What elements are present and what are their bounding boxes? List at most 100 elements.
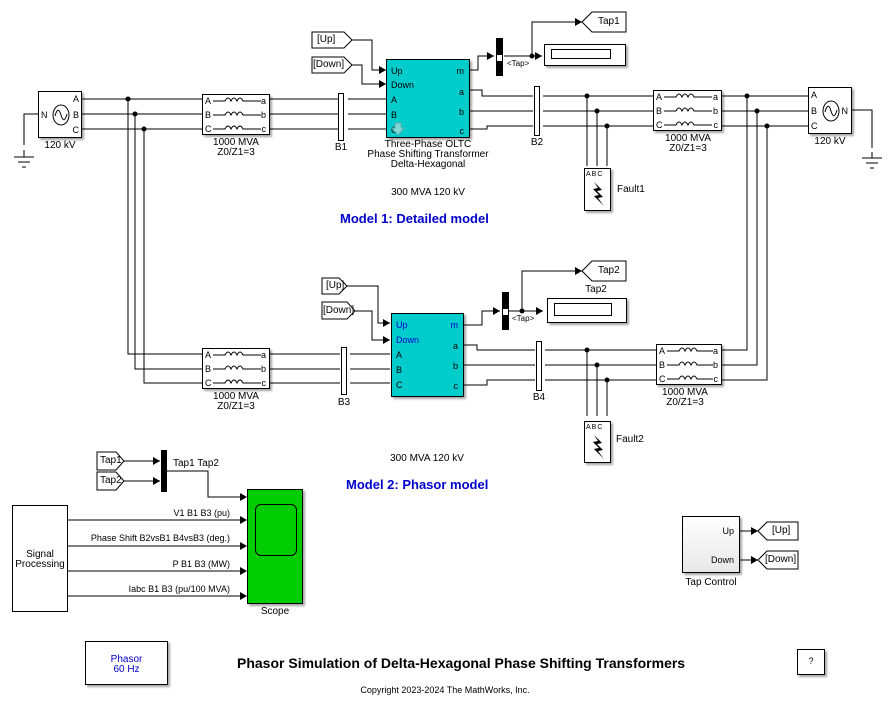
port-b: B xyxy=(811,106,818,116)
signal-processing-block[interactable]: Signal Processing xyxy=(12,505,68,612)
impedance-4-label: 1000 MVA xyxy=(662,387,708,398)
impedance-3-label: 1000 MVA xyxy=(213,391,259,402)
transformer2-rating: 300 MVA 120 kV xyxy=(390,453,464,464)
wire xyxy=(23,113,38,145)
port-b: B xyxy=(396,365,403,375)
port: C xyxy=(659,374,666,384)
port-b: B xyxy=(72,110,79,120)
scope-label: Scope xyxy=(260,606,290,617)
ac-source-icon xyxy=(52,104,70,126)
from-tag-down-2-text: [Down] xyxy=(323,305,355,316)
wire xyxy=(470,125,533,130)
powergui-block[interactable]: Phasor 60 Hz xyxy=(85,641,168,685)
port: B xyxy=(659,360,666,370)
port-c: C xyxy=(811,121,818,131)
signal-label-v1: V1 B1 B3 (pu) xyxy=(173,508,230,518)
impedance-block-1[interactable]: A B C a b c xyxy=(202,94,270,135)
scope-block[interactable] xyxy=(247,489,303,604)
tap-signal-label-1: <Tap> xyxy=(507,59,530,68)
wire xyxy=(464,344,535,351)
from-tag-up-2[interactable] xyxy=(321,277,348,295)
bus-b4[interactable] xyxy=(536,341,542,391)
goto-tag-down[interactable] xyxy=(757,550,799,570)
fault2-block[interactable]: ABC xyxy=(584,421,611,463)
goto-tag-tap1[interactable] xyxy=(581,11,627,33)
wire xyxy=(464,379,535,386)
port-down-out: Down xyxy=(710,555,734,565)
impedance-4-ratio: Z0/Z1=3 xyxy=(666,397,704,408)
tap-control-block[interactable]: Up Down xyxy=(682,516,740,573)
from-tag-tap2[interactable] xyxy=(96,471,125,491)
fault2-label: Fault2 xyxy=(616,434,644,445)
from-tag-down-1[interactable] xyxy=(311,56,353,74)
tap1-display[interactable] xyxy=(544,44,626,66)
port: C xyxy=(656,120,663,130)
port-a: A xyxy=(72,94,79,104)
fault-ports: ABC xyxy=(586,424,604,431)
inductor-icon xyxy=(213,97,261,131)
fault1-block[interactable]: ABC xyxy=(584,168,611,211)
port-c: C xyxy=(396,380,403,390)
port-a: A xyxy=(811,90,818,100)
impedance-block-4[interactable]: A B C a b c xyxy=(656,344,722,385)
wire xyxy=(470,55,494,71)
from-tag-tap1-text: Tap1 xyxy=(100,455,122,466)
port: c xyxy=(713,120,719,130)
from-tag-down-1-text: [Down] xyxy=(313,59,345,70)
port: B xyxy=(656,106,663,116)
signal-label-phase-shift: Phase Shift B2vsB1 B4vsB3 (deg.) xyxy=(90,533,230,543)
wire xyxy=(127,99,202,355)
port-a: A xyxy=(396,350,403,360)
wire xyxy=(167,470,243,498)
bus-b2-label: B2 xyxy=(530,137,544,148)
bus-selector-2[interactable] xyxy=(502,292,509,330)
port: a xyxy=(260,96,266,106)
bus-b3-label: B3 xyxy=(337,397,351,408)
powergui-mode: Phasor xyxy=(110,654,143,665)
from-tag-up-1[interactable] xyxy=(311,31,353,49)
wire xyxy=(722,96,748,351)
three-phase-source-left[interactable]: N A B C xyxy=(38,91,82,138)
impedance-block-2[interactable]: A B C a b c xyxy=(653,90,722,131)
wire xyxy=(852,109,873,148)
goto-tag-up[interactable] xyxy=(757,521,799,541)
oltc-transformer-detailed[interactable]: Up Down A B C m a b c xyxy=(386,59,470,138)
fault1-label: Fault1 xyxy=(617,184,645,195)
port: A xyxy=(656,92,663,102)
from-tag-tap1[interactable] xyxy=(96,451,125,471)
model1-heading: Model 1: Detailed model xyxy=(340,211,489,226)
impedance-2-ratio: Z0/Z1=3 xyxy=(669,143,707,154)
impedance-block-3[interactable]: A B C a b c xyxy=(202,348,270,389)
help-button[interactable]: ? xyxy=(797,649,825,675)
scope-screen-icon xyxy=(255,504,297,556)
port: b xyxy=(712,106,718,116)
wire xyxy=(355,310,390,341)
signal-processing-label-2: Processing xyxy=(15,559,65,570)
port: a xyxy=(712,346,718,356)
transformer1-rating: 300 MVA 120 kV xyxy=(391,187,465,198)
mux-taps[interactable] xyxy=(161,450,167,492)
bus-b3[interactable] xyxy=(341,347,347,395)
impedance-1-ratio: Z0/Z1=3 xyxy=(217,147,255,158)
tap2-display[interactable] xyxy=(547,298,627,323)
port: c xyxy=(261,378,267,388)
bus-b2[interactable] xyxy=(534,86,540,136)
port-a: A xyxy=(391,95,398,105)
goto-tag-tap2[interactable] xyxy=(581,260,627,282)
oltc-transformer-phasor[interactable]: Up Down A B C m a b c xyxy=(391,313,464,397)
from-tag-tap2-text: Tap2 xyxy=(100,475,122,486)
lightning-icon xyxy=(593,182,604,206)
port: a xyxy=(712,92,718,102)
wire xyxy=(134,114,202,370)
port-m: m xyxy=(450,320,459,330)
from-tag-down-2[interactable] xyxy=(321,301,356,320)
bus-b1[interactable] xyxy=(338,93,344,141)
port-m: m xyxy=(456,66,465,76)
goto-tag-tap1-text: Tap1 xyxy=(598,16,620,27)
transformer1-name-2: Phase Shifting Transformer xyxy=(367,149,489,160)
inductor-icon xyxy=(667,347,713,381)
transformer1-name-3: Delta-Hexagonal xyxy=(390,159,466,170)
three-phase-source-right[interactable]: A B C N xyxy=(808,87,852,134)
bus-selector-1[interactable] xyxy=(496,38,503,76)
